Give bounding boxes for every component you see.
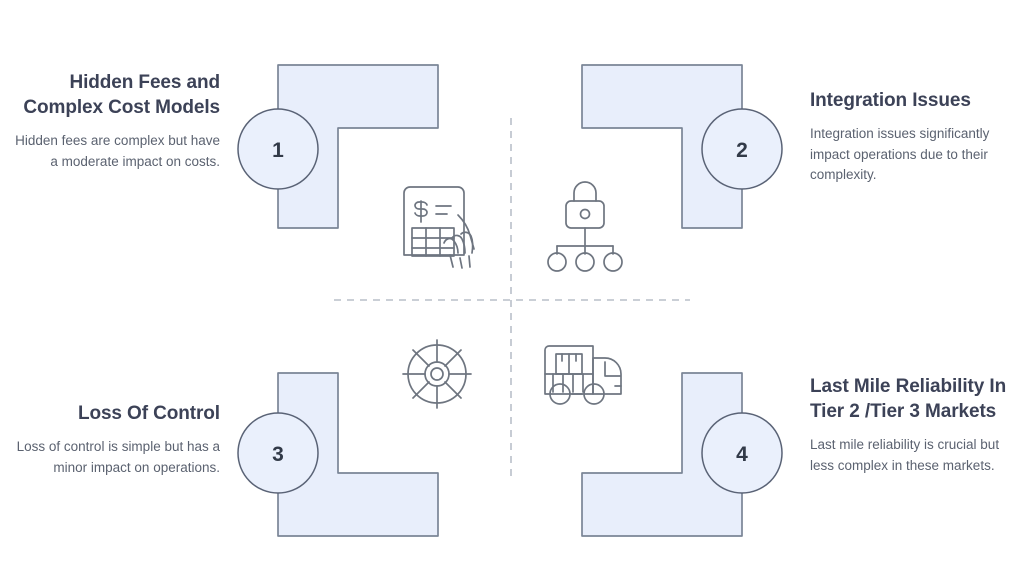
badge-4-number: 4 bbox=[736, 443, 748, 466]
quadrant-1-shape bbox=[277, 64, 439, 229]
badge-2-number: 2 bbox=[736, 139, 748, 162]
delivery-truck-icon bbox=[544, 345, 622, 405]
badge-3: 3 bbox=[237, 412, 319, 494]
quadrant-1-text: Hidden Fees and Complex Cost Models Hidd… bbox=[8, 70, 220, 172]
quadrant-3-shape bbox=[277, 372, 439, 537]
quadrant-1-title: Hidden Fees and Complex Cost Models bbox=[23, 72, 220, 119]
quadrant-4-text: Last Mile Reliability In Tier 2 /Tier 3 … bbox=[810, 374, 1020, 476]
quadrant-2-text: Integration Issues Integration issues si… bbox=[810, 88, 1016, 186]
quadrant-2-shape bbox=[581, 64, 743, 229]
badge-1: 1 bbox=[237, 108, 319, 190]
quadrant-4-title: Last Mile Reliability In Tier 2 /Tier 3 … bbox=[810, 376, 1007, 423]
lock-hierarchy-icon bbox=[547, 181, 623, 272]
quadrant-3-title: Loss Of Control bbox=[77, 403, 220, 424]
quadrant-1-description: Hidden fees are complex but have a moder… bbox=[15, 133, 220, 169]
quadrant-4-shape bbox=[581, 372, 743, 537]
badge-3-number: 3 bbox=[272, 443, 284, 466]
quadrant-2-description: Integration issues significantly impact … bbox=[810, 126, 990, 183]
quadrant-3-description: Loss of control is simple but has a mino… bbox=[16, 439, 220, 475]
badge-2: 2 bbox=[701, 108, 783, 190]
invoice-hand-icon bbox=[403, 186, 475, 269]
quadrant-3-text: Loss Of Control Loss of control is simpl… bbox=[8, 401, 220, 478]
ship-helm-icon bbox=[402, 339, 472, 409]
badge-1-number: 1 bbox=[272, 139, 284, 162]
quadrant-2-title: Integration Issues bbox=[810, 90, 971, 111]
quadrant-4-description: Last mile reliability is crucial but les… bbox=[810, 437, 1000, 473]
badge-4: 4 bbox=[701, 412, 783, 494]
